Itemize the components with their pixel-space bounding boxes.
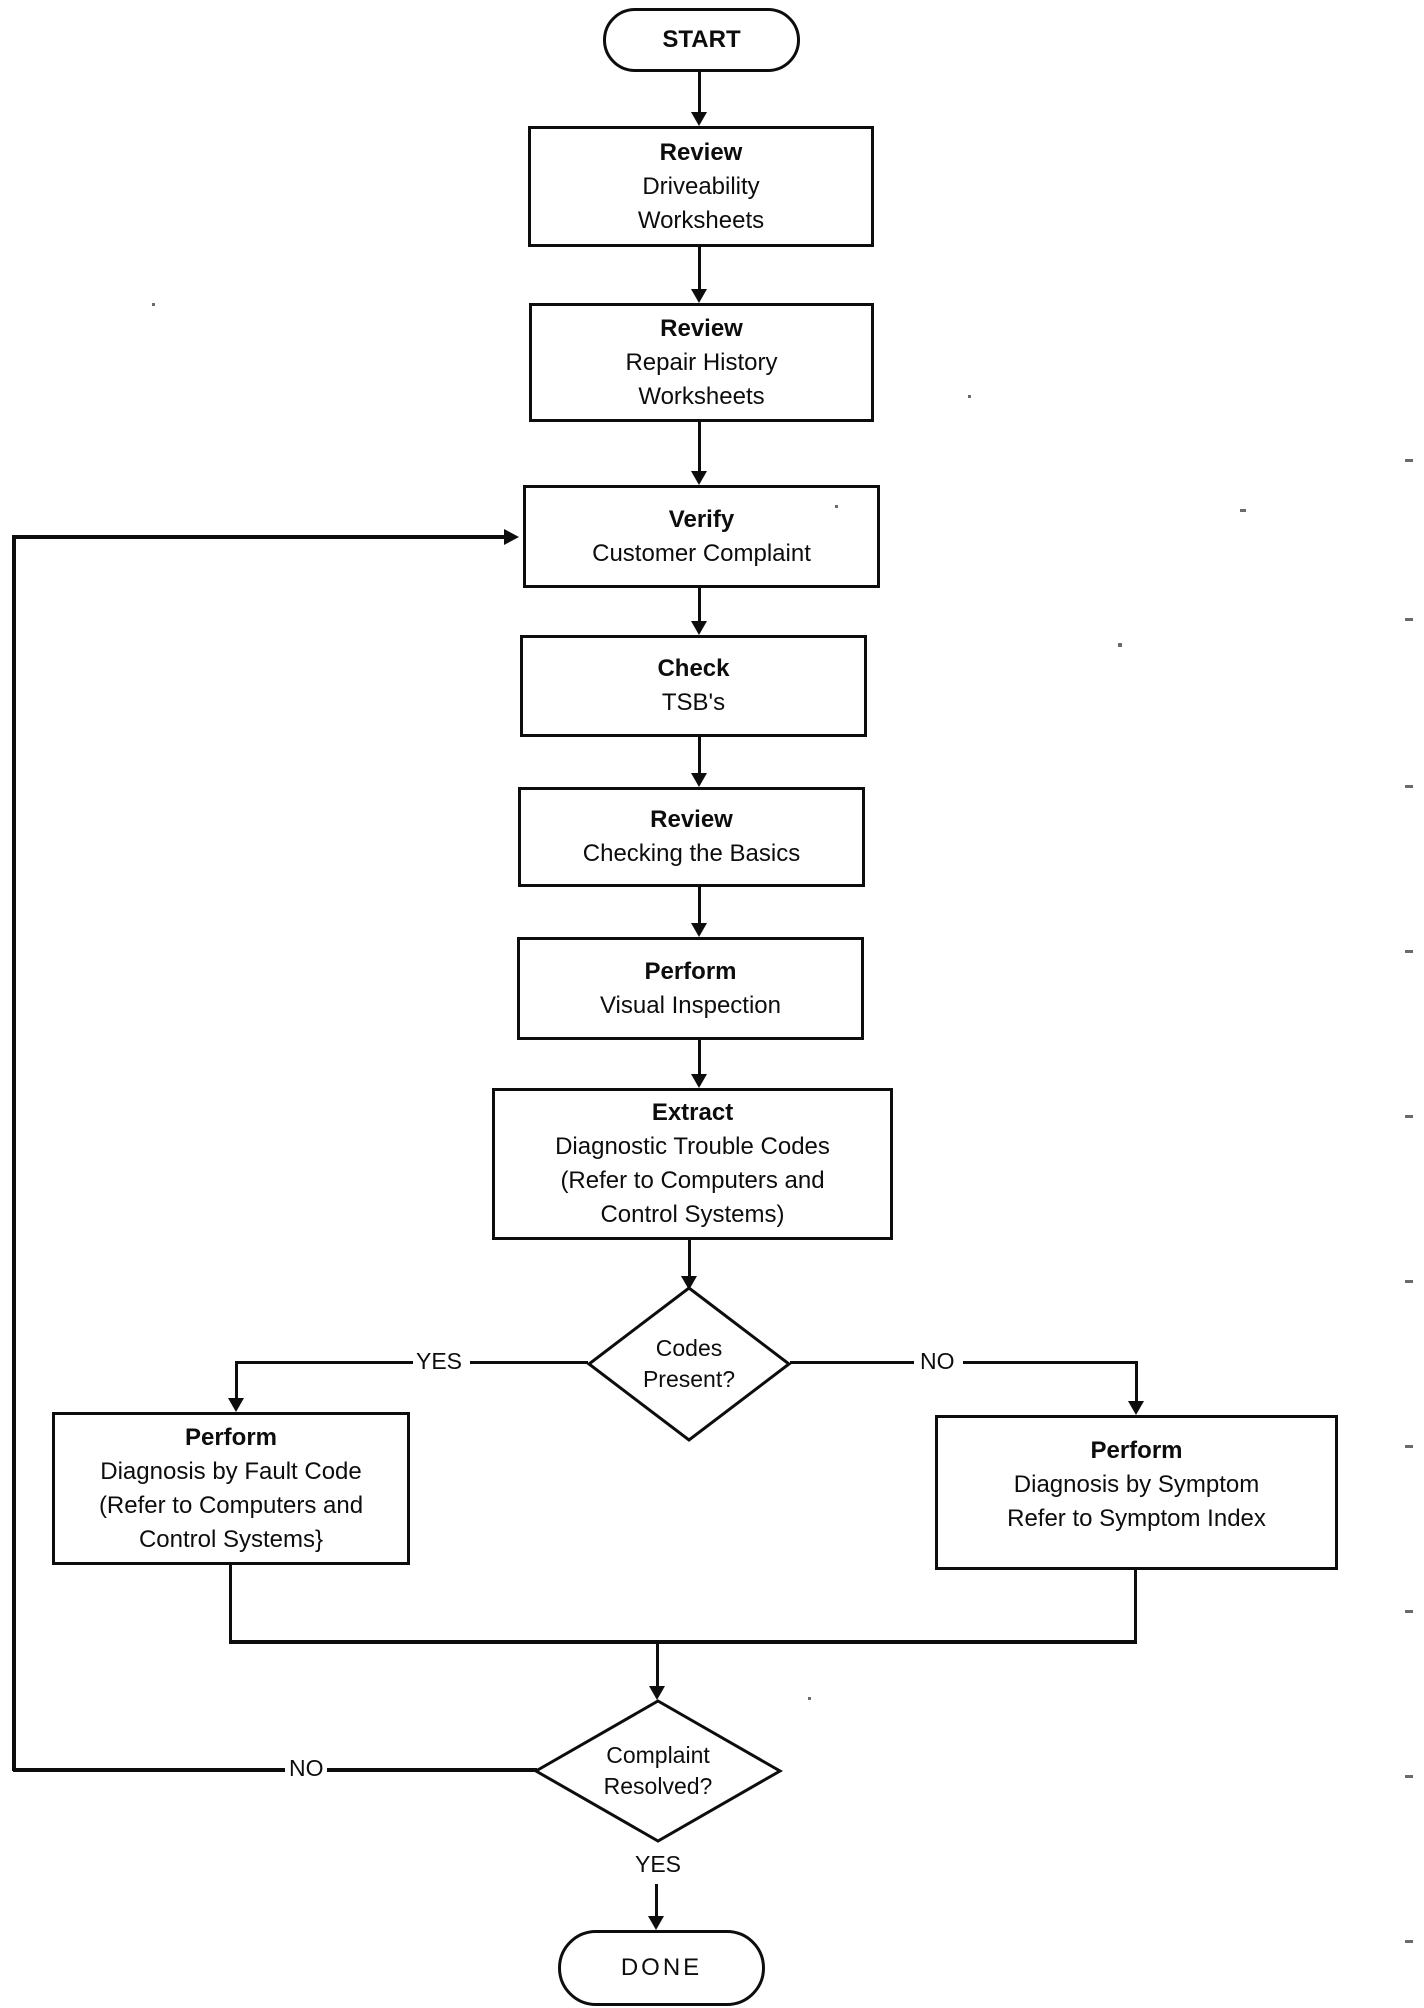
arrowhead-down	[691, 773, 707, 787]
decision-complaint-resolved: Complaint Resolved?	[533, 1698, 783, 1844]
scan-speck	[1405, 1775, 1413, 1778]
scan-speck	[1118, 643, 1122, 647]
resolved-no-label: NO	[287, 1755, 326, 1782]
connector-line	[698, 887, 701, 925]
step-perform-visual-inspection: Perform Visual Inspection	[517, 937, 864, 1040]
connector-line	[698, 422, 701, 473]
arrowhead-right	[504, 529, 519, 545]
box-diagnosis-by-fault-code: Perform Diagnosis by Fault Code (Refer t…	[52, 1412, 410, 1565]
step-review-driveability-worksheets: Review Driveability Worksheets	[528, 126, 874, 247]
connector-line	[688, 1240, 691, 1278]
scan-speck	[1405, 1115, 1413, 1118]
connector-line	[698, 737, 701, 775]
done-label: DONE	[620, 1954, 703, 1981]
scan-speck	[1405, 1445, 1413, 1448]
scan-speck	[152, 303, 155, 306]
start-label: START	[662, 26, 741, 53]
scan-speck	[808, 1697, 811, 1700]
connector-line	[229, 1640, 1137, 1644]
arrowhead-down	[228, 1398, 244, 1412]
arrowhead-down	[1128, 1401, 1144, 1415]
decision-codes-present: Codes Present?	[586, 1285, 792, 1443]
step-verify-customer-complaint: Verify Customer Complaint	[523, 485, 880, 588]
scan-speck	[1405, 1610, 1413, 1613]
box-diagnosis-by-symptom: Perform Diagnosis by Symptom Refer to Sy…	[935, 1415, 1338, 1570]
scan-speck	[1405, 950, 1413, 953]
connector-line	[13, 1768, 285, 1772]
connector-line	[470, 1361, 588, 1364]
connector-line	[698, 588, 701, 623]
scan-speck	[1405, 785, 1413, 788]
connector-line	[963, 1361, 1138, 1364]
step-review-checking-the-basics: Review Checking the Basics	[518, 787, 865, 887]
connector-line	[655, 1884, 658, 1917]
diamond-shape	[533, 1699, 783, 1843]
resolved-yes-label: YES	[633, 1851, 684, 1878]
arrowhead-down	[691, 1074, 707, 1088]
scan-speck	[1405, 1940, 1413, 1943]
connector-line	[1134, 1570, 1137, 1643]
step-extract-diagnostic-trouble-codes: Extract Diagnostic Trouble Codes (Refer …	[492, 1088, 893, 1240]
scan-speck	[1405, 459, 1413, 462]
scan-speck	[968, 395, 971, 398]
connector-line	[229, 1565, 232, 1643]
arrowhead-down	[691, 621, 707, 635]
connector-line	[698, 247, 701, 291]
arrowhead-down	[691, 471, 707, 485]
connector-line	[698, 72, 701, 114]
arrowhead-down	[649, 1686, 665, 1700]
connector-line	[327, 1768, 537, 1772]
arrowhead-down	[648, 1916, 664, 1930]
arrowhead-down	[691, 112, 707, 126]
arrowhead-down	[691, 923, 707, 937]
step-check-tsbs: Check TSB's	[520, 635, 867, 737]
arrowhead-down	[691, 289, 707, 303]
diamond-shape	[586, 1286, 792, 1442]
scan-speck	[1240, 509, 1246, 512]
decision-complaint-resolved-text: Complaint Resolved?	[603, 1742, 713, 1799]
connector-line	[790, 1361, 914, 1364]
codes-yes-label: YES	[414, 1348, 465, 1375]
connector-line	[12, 536, 16, 1771]
connector-line	[237, 1361, 413, 1364]
connector-line	[656, 1643, 659, 1687]
scan-speck	[1405, 1280, 1413, 1283]
start-terminal: START	[603, 8, 800, 72]
connector-line	[235, 1361, 238, 1401]
scan-speck	[1405, 618, 1413, 621]
arrowhead-down	[681, 1276, 697, 1290]
done-terminal: DONE	[558, 1930, 765, 2006]
codes-no-label: NO	[918, 1348, 957, 1375]
connector-line	[1135, 1361, 1138, 1403]
scan-speck	[835, 505, 838, 508]
step-review-repair-history-worksheets: Review Repair History Worksheets	[529, 303, 874, 422]
connector-line	[12, 535, 506, 539]
decision-codes-present-text: Codes Present?	[642, 1335, 736, 1392]
connector-line	[698, 1040, 701, 1076]
